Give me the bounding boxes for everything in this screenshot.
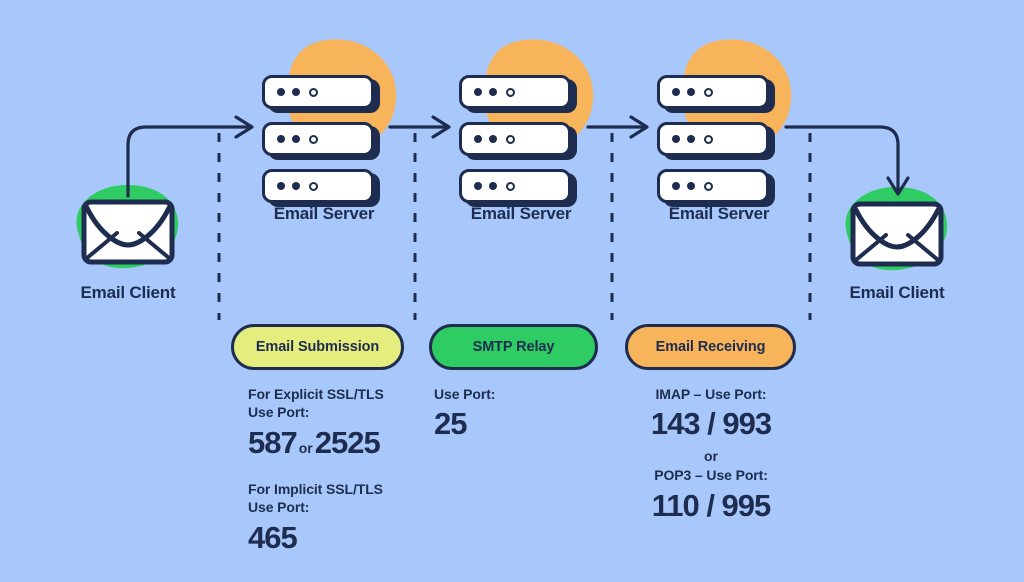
smtp-relay-port: 25 (434, 406, 467, 442)
server-stack-icon-1 (262, 75, 386, 207)
status-dot-hollow (506, 87, 515, 97)
status-dot-hollow (309, 134, 318, 144)
status-dot-filled (672, 88, 680, 96)
status-dot-filled (489, 135, 497, 143)
or-separator-receiving: or (704, 448, 718, 465)
status-dot-filled (687, 135, 695, 143)
ports-smtp-relay: Use Port: 25 (434, 385, 594, 443)
status-dot-filled (277, 135, 285, 143)
arrowhead-down (886, 176, 910, 196)
server-row (657, 169, 769, 203)
status-dot-hollow (309, 87, 318, 97)
status-dot-filled (687, 88, 695, 96)
status-dot-filled (489, 88, 497, 96)
pop3-heading: POP3 – Use Port: (654, 467, 768, 484)
status-dot-filled (489, 182, 497, 190)
status-dot-filled (474, 135, 482, 143)
server-row (262, 122, 374, 156)
curved-arrow-client-to-server-1 (126, 125, 252, 198)
pill-smtp-relay[interactable]: SMTP Relay (429, 324, 598, 370)
pop3-ports: 110 / 995 (651, 487, 772, 523)
status-dot-hollow (506, 181, 515, 191)
status-dot-hollow (704, 181, 713, 191)
implicit-ssl-heading: For Implicit SSL/TLS Use Port: (248, 480, 383, 516)
server-row (459, 169, 571, 203)
status-dot-filled (687, 182, 695, 190)
server-stack-icon-2 (459, 75, 583, 207)
status-dot-hollow (704, 134, 713, 144)
label-email-client-right: Email Client (849, 283, 945, 302)
status-dot-filled (277, 88, 285, 96)
arrowhead-right-3 (629, 115, 649, 139)
curved-arrow-server-3-to-client (784, 125, 900, 194)
label-email-server-1: Email Server (273, 204, 375, 223)
server-row (657, 75, 769, 109)
status-dot-filled (672, 182, 680, 190)
envelope-icon-right (849, 198, 945, 270)
pill-email-submission[interactable]: Email Submission (231, 324, 404, 370)
imap-heading: IMAP – Use Port: (655, 386, 767, 402)
port-2525: 2525 (314, 424, 381, 460)
label-email-server-2: Email Server (470, 204, 572, 223)
server-row (459, 122, 571, 156)
server-row (459, 75, 571, 109)
status-dot-filled (474, 182, 482, 190)
status-dot-filled (292, 135, 300, 143)
status-dot-hollow (704, 87, 713, 97)
explicit-ssl-heading: For Explicit SSL/TLS Use Port: (248, 386, 384, 421)
ports-email-receiving: IMAP – Use Port: 143 / 993 or POP3 – Use… (630, 385, 792, 525)
arrowhead-right-1 (234, 115, 254, 139)
server-row (262, 75, 374, 109)
server-row (657, 122, 769, 156)
server-row (262, 169, 374, 203)
implicit-ssl-ports: 465 (248, 519, 298, 555)
label-email-server-3: Email Server (668, 204, 770, 223)
status-dot-filled (474, 88, 482, 96)
imap-ports: 143 / 993 (650, 406, 772, 442)
port-587: 587 (248, 424, 298, 460)
status-dot-hollow (309, 181, 318, 191)
status-dot-hollow (506, 134, 515, 144)
label-email-client-left: Email Client (80, 283, 176, 302)
server-stack-icon-3 (657, 75, 781, 207)
pill-email-receiving[interactable]: Email Receiving (625, 324, 796, 370)
status-dot-filled (292, 182, 300, 190)
status-dot-filled (277, 182, 285, 190)
envelope-icon-left (80, 196, 176, 268)
status-dot-filled (292, 88, 300, 96)
status-dot-filled (672, 135, 680, 143)
smtp-relay-heading: Use Port: (434, 386, 496, 402)
arrowhead-right-2 (431, 115, 451, 139)
or-separator: or (298, 439, 313, 456)
